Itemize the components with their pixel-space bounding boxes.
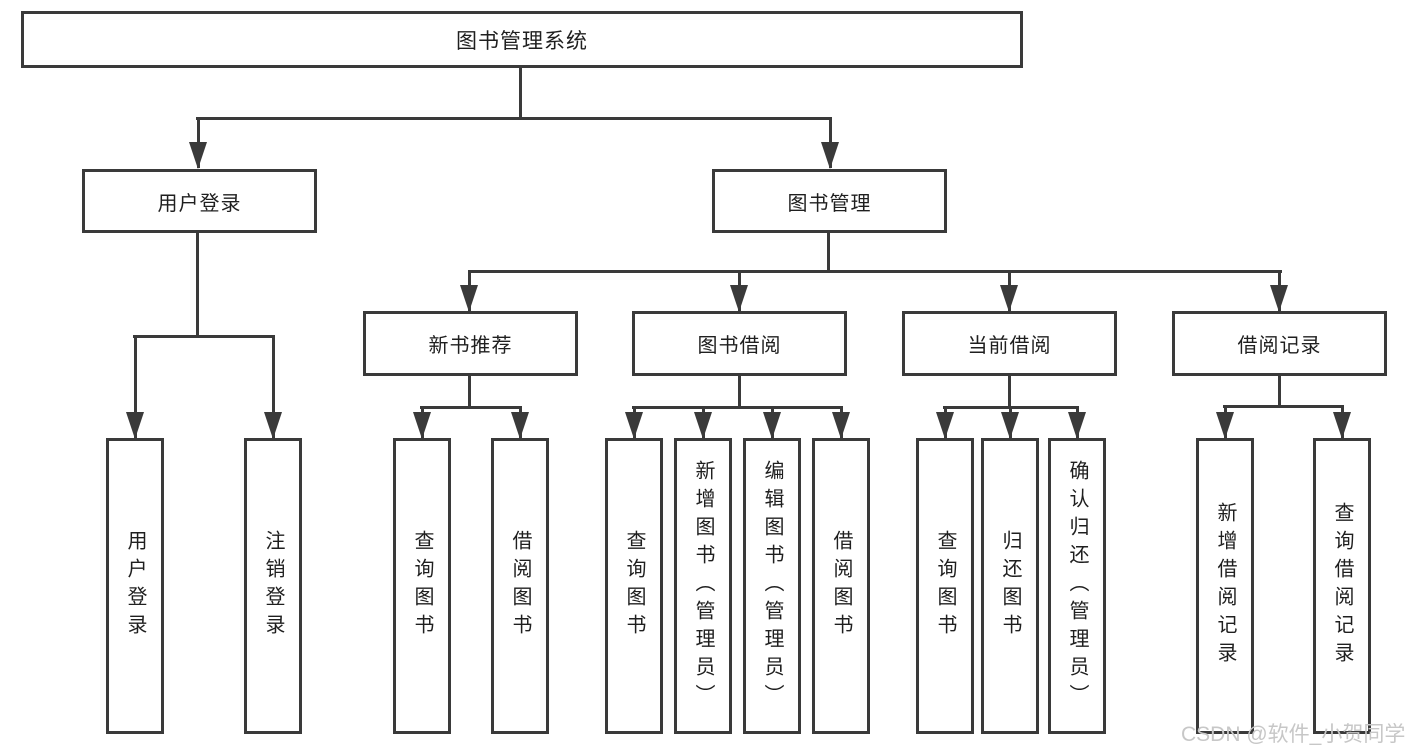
node-book-borrowing: 图书借阅: [632, 311, 847, 376]
arrowhead-down: [821, 142, 839, 169]
node-label: 查询图书: [934, 530, 956, 642]
connector-line: [133, 335, 275, 338]
leaf-add-borrow-record: 新增借阅记录: [1196, 438, 1254, 734]
leaf-query-books-current: 查询图书: [916, 438, 974, 734]
arrowhead-down: [413, 412, 431, 439]
node-book-management: 图书管理: [712, 169, 947, 233]
connector-line: [827, 233, 830, 272]
arrowhead-down: [936, 412, 954, 439]
connector-line: [632, 406, 843, 409]
leaf-query-books-recommend: 查询图书: [393, 438, 451, 734]
arrowhead-down: [1216, 412, 1234, 439]
arrowhead-down: [126, 412, 144, 439]
arrowhead-down: [625, 412, 643, 439]
connector-line: [468, 376, 471, 408]
node-label: 图书管理: [787, 192, 872, 215]
node-label: 新增图书（管理员）: [692, 460, 714, 712]
arrowhead-down: [832, 412, 850, 439]
node-label: 用户登录: [157, 192, 242, 215]
node-label: 查询图书: [623, 530, 645, 642]
connector-line: [1008, 376, 1011, 408]
arrowhead-down: [511, 412, 529, 439]
leaf-confirm-return-admin: 确认归还（管理员）: [1048, 438, 1106, 734]
node-label: 借阅图书: [830, 530, 852, 642]
leaf-return-books: 归还图书: [981, 438, 1039, 734]
arrowhead-down: [1000, 285, 1018, 312]
connector-line: [468, 270, 1282, 273]
leaf-borrow-books-recommend: 借阅图书: [491, 438, 549, 734]
node-label: 归还图书: [999, 530, 1021, 642]
leaf-add-book-admin: 新增图书（管理员）: [674, 438, 732, 734]
csdn-watermark: CSDN @软件_小贺同学: [1181, 723, 1405, 746]
node-current-borrowing: 当前借阅: [902, 311, 1117, 376]
arrowhead-down: [189, 142, 207, 169]
connector-line: [1223, 405, 1344, 408]
node-label: 图书借阅: [697, 335, 782, 357]
leaf-query-borrow-record: 查询借阅记录: [1313, 438, 1371, 734]
node-user-login: 用户登录: [82, 169, 317, 233]
leaf-query-books-borrowing: 查询图书: [605, 438, 663, 734]
arrowhead-down: [694, 412, 712, 439]
arrowhead-down: [460, 285, 478, 312]
connector-line: [420, 406, 522, 409]
node-label: 借阅图书: [509, 530, 531, 642]
node-label: 查询图书: [411, 530, 433, 642]
connector-line: [271, 335, 275, 438]
leaf-logout: 注销登录: [244, 438, 302, 734]
node-label: 确认归还（管理员）: [1066, 460, 1088, 712]
connector-line: [196, 117, 832, 120]
connector-line: [133, 335, 137, 438]
leaf-edit-book-admin: 编辑图书（管理员）: [743, 438, 801, 734]
node-borrowing-records: 借阅记录: [1172, 311, 1387, 376]
node-library-system: 图书管理系统: [21, 11, 1023, 68]
node-label: 借阅记录: [1237, 335, 1322, 357]
node-label: 编辑图书（管理员）: [761, 460, 783, 712]
leaf-user-login: 用户登录: [106, 438, 164, 734]
arrowhead-down: [264, 412, 282, 439]
connector-line: [196, 233, 199, 337]
arrowhead-down: [730, 285, 748, 312]
connector-line: [519, 68, 522, 120]
arrowhead-down: [1068, 412, 1086, 439]
node-label: 查询借阅记录: [1331, 502, 1353, 670]
arrowhead-down: [1270, 285, 1288, 312]
arrowhead-down: [763, 412, 781, 439]
connector-line: [738, 376, 741, 408]
leaf-borrow-books-borrowing: 借阅图书: [812, 438, 870, 734]
node-new-book-recommend: 新书推荐: [363, 311, 578, 376]
connector-line: [1278, 376, 1281, 407]
node-label: 新书推荐: [428, 335, 513, 357]
node-label: 用户登录: [124, 530, 146, 642]
arrowhead-down: [1333, 412, 1351, 439]
node-label: 当前借阅: [967, 335, 1052, 357]
arrowhead-down: [1001, 412, 1019, 439]
node-label: 注销登录: [262, 530, 284, 642]
node-label: 新增借阅记录: [1214, 502, 1236, 670]
node-label: 图书管理系统: [456, 29, 588, 53]
